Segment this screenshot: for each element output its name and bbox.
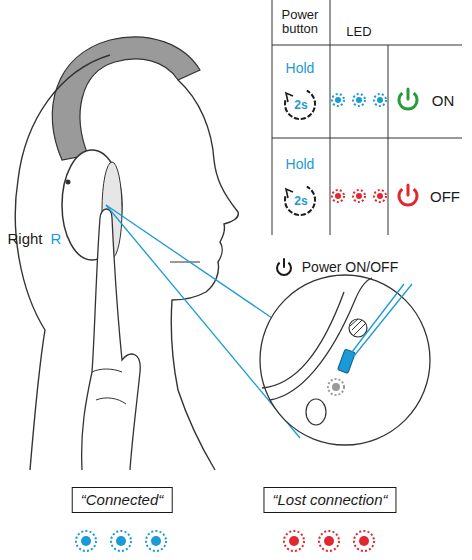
label-text: Right (7, 231, 42, 248)
led-symbol (374, 190, 386, 202)
power-icon (277, 259, 291, 275)
status-bubble: “Lost connection“ (263, 487, 396, 513)
finger-lines (92, 369, 126, 404)
label-text: 2s (294, 99, 307, 112)
label-text: Power button (270, 8, 330, 37)
status-text: “Lost connection“ (272, 491, 387, 508)
led-ring (146, 531, 166, 551)
led-ring (76, 531, 96, 551)
led-ring (319, 531, 339, 551)
status-bubble: “Connected“ (72, 487, 173, 513)
ear-cup-dot (66, 180, 71, 185)
led-ring (374, 190, 386, 202)
power-icon (399, 185, 417, 205)
led-symbol (353, 94, 365, 106)
label-text: 2s (294, 195, 307, 208)
led-symbol (354, 531, 374, 551)
led-dot (332, 383, 340, 391)
timer-arrow (286, 189, 293, 198)
cup-edge (262, 278, 372, 400)
head-outline (15, 55, 238, 470)
led-ring (332, 94, 344, 106)
label-text: Power ON/OFF (302, 260, 398, 275)
led-symbol (111, 531, 131, 551)
label-text: R (51, 231, 62, 248)
power-bar (407, 89, 410, 99)
led-ring (332, 190, 344, 202)
timer-icon (285, 187, 315, 215)
led-symbol (353, 190, 365, 202)
led-core (335, 193, 341, 199)
led-ring (353, 94, 365, 106)
led-symbol (374, 94, 386, 106)
headband (52, 37, 200, 160)
label-text: LED (346, 25, 371, 39)
led-symbol (284, 531, 304, 551)
timer-ring (285, 187, 315, 215)
led-symbol (319, 531, 339, 551)
button-leader (354, 284, 412, 356)
led-core (356, 193, 362, 199)
led-core (359, 536, 369, 546)
led-symbol (76, 531, 96, 551)
mouth-line (170, 262, 200, 263)
status-text: “Connected“ (81, 491, 164, 508)
zoom-circle (260, 275, 430, 445)
timer-ring (285, 91, 315, 119)
led-ring (353, 190, 365, 202)
mic-hatch (350, 319, 366, 335)
side-button (306, 399, 326, 425)
led-symbol (146, 531, 166, 551)
timer-arrow (286, 93, 293, 102)
timer-icon (285, 91, 315, 119)
label-text: Hold (286, 61, 315, 76)
led-core (81, 536, 91, 546)
led-core (289, 536, 299, 546)
hand (82, 209, 141, 470)
led-symbol (332, 94, 344, 106)
mic-grill (349, 319, 367, 337)
led-ring (111, 531, 131, 551)
led-symbol (332, 190, 344, 202)
button-leader (352, 284, 404, 352)
power-bar (283, 259, 285, 267)
led-ring (328, 379, 344, 395)
label-text: OFF (430, 189, 460, 206)
led-core (324, 536, 334, 546)
power-icon (399, 89, 417, 109)
led-core (116, 536, 126, 546)
label-text: ON (432, 93, 455, 110)
led-ring (354, 531, 374, 551)
label-text: Hold (286, 157, 315, 172)
led-core (335, 97, 341, 103)
led-core (356, 97, 362, 103)
power-bar (407, 185, 410, 195)
led-core (377, 97, 383, 103)
led-core (151, 536, 161, 546)
power-button (338, 349, 356, 373)
led-core (377, 193, 383, 199)
led-ring (284, 531, 304, 551)
led-ring (374, 94, 386, 106)
